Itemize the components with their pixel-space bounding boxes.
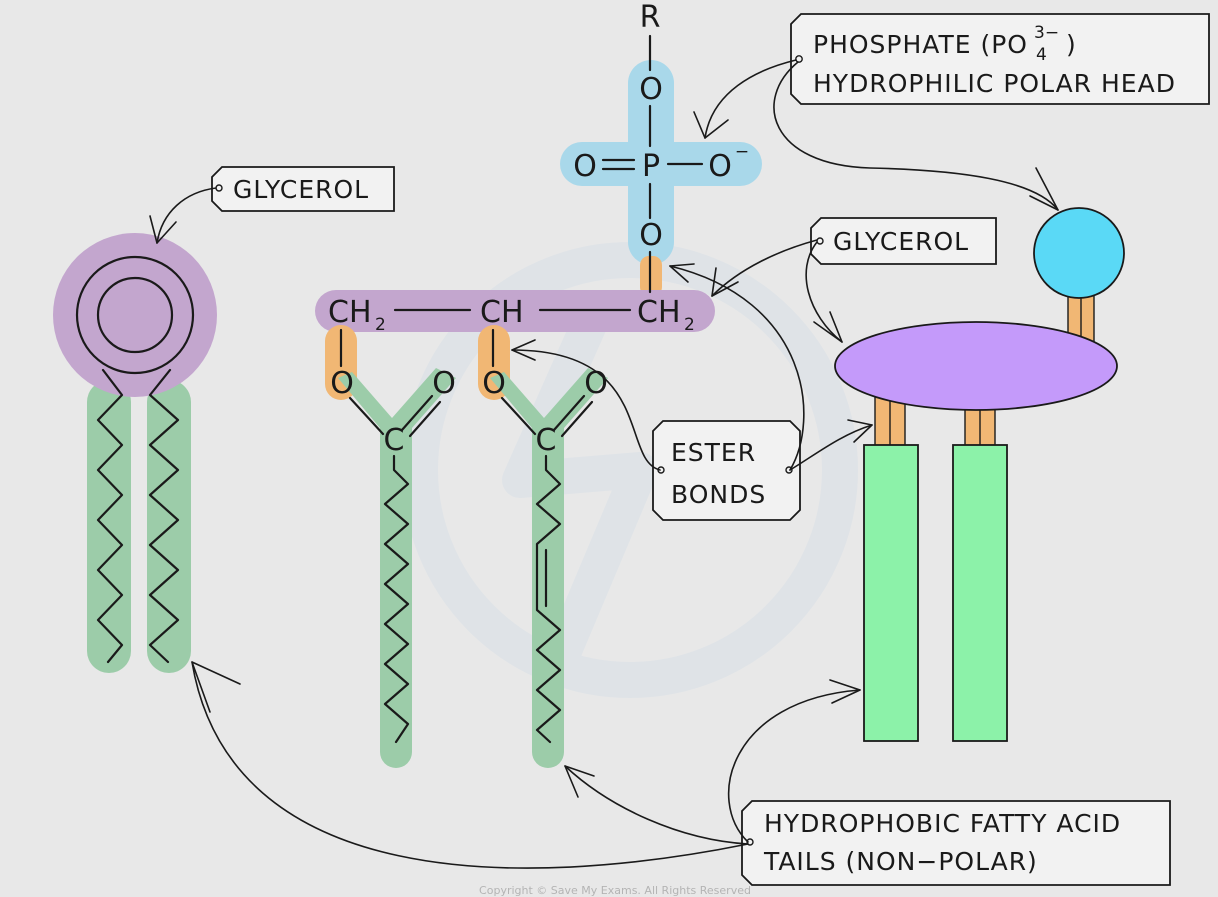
label-phosphate-close: ) — [1066, 30, 1077, 59]
tail-highlight-1 — [338, 368, 456, 768]
model-fatty-acid-tail-1 — [863, 444, 919, 742]
arrow-tails-to-structure-head — [564, 765, 595, 798]
label-ester-bonds-line2: BONDS — [671, 480, 766, 509]
label-phosphate-box — [790, 13, 1210, 105]
arrow-ester-to-o2-head — [511, 339, 536, 361]
arrow-phosphate-to-structure-head — [693, 111, 729, 139]
carbonyl-oxygen-1: O — [432, 366, 456, 401]
arrow-glycerol-to-model-head — [813, 311, 843, 343]
label-glycerol-right-text: GLYCEROL — [833, 227, 969, 256]
annotation-arrows — [149, 59, 1059, 869]
simplified-phospholipid — [53, 233, 217, 673]
arrow-glycerol-left — [156, 187, 217, 244]
label-glycerol-left-box — [211, 166, 395, 212]
carbonyl-oxygen-2: O — [584, 366, 608, 401]
ch-center: CH — [480, 295, 524, 330]
ch2-left: CH — [328, 295, 372, 330]
arrow-ester-to-phosphate-link-head — [669, 263, 695, 283]
phosphate-oxygen-right: O — [708, 149, 732, 184]
phospholipid-model — [834, 207, 1125, 742]
ch2-right: CH — [637, 295, 681, 330]
phosphate-highlight-horizontal — [560, 142, 762, 186]
phosphate-oxygen-left: O — [573, 149, 597, 184]
negative-charge: − — [735, 142, 749, 162]
arrow-tails-to-model-head — [829, 679, 861, 704]
phosphate-oxygen-bottom: O — [639, 218, 663, 253]
carbonyl-bond-2b — [560, 400, 594, 438]
chemical-structure: R O P O O − O CH 2 CH CH 2 O C O O C — [315, 0, 762, 768]
carbonyl-bond-1a — [400, 394, 434, 432]
arrow-tails-to-model — [727, 689, 861, 843]
tail-highlight-2 — [490, 368, 608, 768]
left-tail-highlight-1 — [87, 380, 131, 673]
arrow-glycerol-to-structure-head — [711, 267, 739, 297]
fatty-acid-chain-1 — [383, 454, 410, 744]
phosphate-oxygen-top: O — [639, 72, 663, 107]
label-phosphate-superscript: 3− — [1034, 23, 1059, 43]
label-tails: HYDROPHOBIC FATTY ACID TAILS (NON−POLAR) — [741, 800, 1171, 886]
arrow-phosphate-to-model — [773, 61, 1059, 211]
label-phosphate: PHOSPHATE (PO 3− 4 ) HYDROPHILIC POLAR H… — [790, 13, 1210, 105]
label-glycerol-left-pin — [215, 184, 223, 192]
label-ester-bonds-line1: ESTER — [671, 438, 756, 467]
arrow-glycerol-to-structure — [711, 239, 818, 297]
left-tail-zigzag-2 — [148, 368, 180, 664]
carbonyl-carbon-2: C — [536, 423, 557, 458]
ch2-right-subscript: 2 — [684, 315, 695, 335]
model-phosphate-head — [1033, 207, 1125, 299]
model-glycerol — [834, 321, 1118, 411]
bond-o-c-1 — [348, 396, 385, 436]
watermark-logo — [402, 242, 858, 698]
arrow-tails-to-left-model — [191, 661, 749, 869]
label-glycerol-right-pin — [816, 237, 824, 245]
r-group-label: R — [640, 0, 661, 35]
ester-oxygen-1: O — [330, 366, 354, 401]
label-tails-line2: TAILS (NON−POLAR) — [763, 847, 1038, 876]
label-glycerol-left: GLYCEROL — [211, 166, 395, 212]
label-phosphate-subscript: 4 — [1036, 45, 1047, 65]
arrow-glycerol-to-model — [805, 241, 843, 343]
bond-o-c-2 — [500, 396, 537, 436]
carbonyl-bond-1b — [408, 400, 442, 438]
carbonyl-bond-2a — [552, 394, 586, 432]
arrow-tails-to-structure — [564, 765, 749, 845]
label-phosphate-line2: HYDROPHILIC POLAR HEAD — [813, 69, 1176, 98]
arrow-tails-to-left-model-head — [191, 661, 241, 713]
phosphorus-label: P — [642, 149, 660, 184]
model-fatty-acid-tail-2 — [952, 444, 1008, 742]
left-tail-zigzag-1 — [96, 368, 124, 664]
fatty-acid-chain-2 — [535, 454, 562, 744]
arrow-phosphate-to-model-head — [1029, 167, 1059, 211]
arrow-glycerol-left-head — [149, 215, 177, 244]
label-tails-line1: HYDROPHOBIC FATTY ACID — [764, 809, 1121, 838]
left-ring-inner — [96, 276, 174, 354]
label-ester-bonds: ESTER BONDS — [652, 420, 801, 521]
arrow-ester-to-o2 — [511, 349, 661, 471]
label-phosphate-pin — [795, 55, 803, 63]
copyright-text: Copyright © Save My Exams. All Rights Re… — [479, 884, 751, 897]
arrow-ester-to-phosphate-link — [669, 265, 805, 471]
left-ring-outer — [75, 255, 195, 375]
glycerol-backbone-highlight — [315, 290, 715, 332]
label-glycerol-right-box — [810, 217, 997, 265]
label-ester-bonds-box — [652, 420, 801, 521]
ester-oxygen-2: O — [482, 366, 506, 401]
carbonyl-carbon-1: C — [384, 423, 405, 458]
label-glycerol-left-text: GLYCEROL — [233, 175, 369, 204]
arrow-ester-to-model — [789, 424, 873, 471]
label-phosphate-line1: PHOSPHATE (PO — [813, 30, 1028, 59]
label-tails-box — [741, 800, 1171, 886]
arrow-ester-to-model-head — [847, 419, 873, 443]
arrow-phosphate-to-structure — [704, 59, 797, 139]
label-glycerol-right: GLYCEROL — [810, 217, 997, 265]
ch2-left-subscript: 2 — [375, 315, 386, 335]
